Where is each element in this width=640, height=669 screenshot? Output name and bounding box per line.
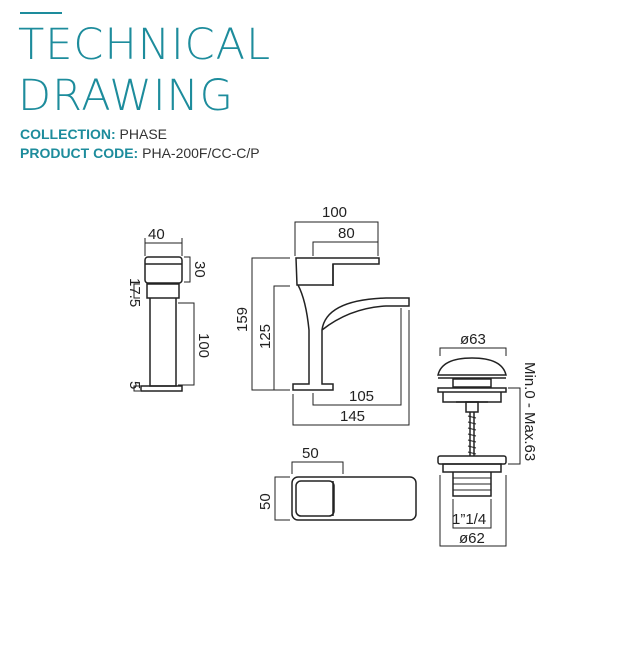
collection-value: PHASE	[119, 126, 168, 142]
dim-plan-depth: 50	[257, 493, 274, 510]
page-title-line1: TECHNICAL	[18, 20, 272, 70]
dim-side-body: 100	[195, 333, 212, 358]
dim-front-inner-top: 80	[338, 225, 355, 242]
dim-front-total-height: 159	[234, 307, 251, 332]
dim-side-gap: 17.5	[126, 278, 143, 307]
dim-side-head: 30	[191, 261, 208, 278]
collection-line: COLLECTION: PHASE	[20, 126, 167, 142]
dim-waste-range: Min.0 - Max.63	[521, 362, 538, 461]
page-title-line2: DRAWING	[18, 71, 234, 121]
dim-waste-base: ø62	[459, 530, 485, 547]
product-code-value: PHA-200F/CC-C/P	[142, 145, 260, 161]
dim-front-outer-top: 100	[322, 204, 347, 221]
dim-side-base: 5	[126, 381, 143, 389]
dim-front-inner-height: 125	[257, 324, 274, 349]
collection-label: COLLECTION:	[20, 126, 116, 142]
product-code-line: PRODUCT CODE: PHA-200F/CC-C/P	[20, 145, 260, 161]
accent-rule	[20, 12, 62, 14]
side-view	[133, 238, 195, 392]
dim-front-reach: 105	[349, 388, 374, 405]
dim-front-depth: 145	[340, 408, 365, 425]
dim-waste-thread: 1”1/4	[452, 511, 486, 528]
front-view	[251, 221, 410, 426]
dim-plan-width: 50	[302, 445, 319, 462]
dim-side-width: 40	[148, 226, 165, 243]
product-code-label: PRODUCT CODE:	[20, 145, 139, 161]
dim-waste-cap: ø63	[460, 331, 486, 348]
waste-view	[437, 347, 521, 547]
plan-view	[274, 461, 417, 521]
